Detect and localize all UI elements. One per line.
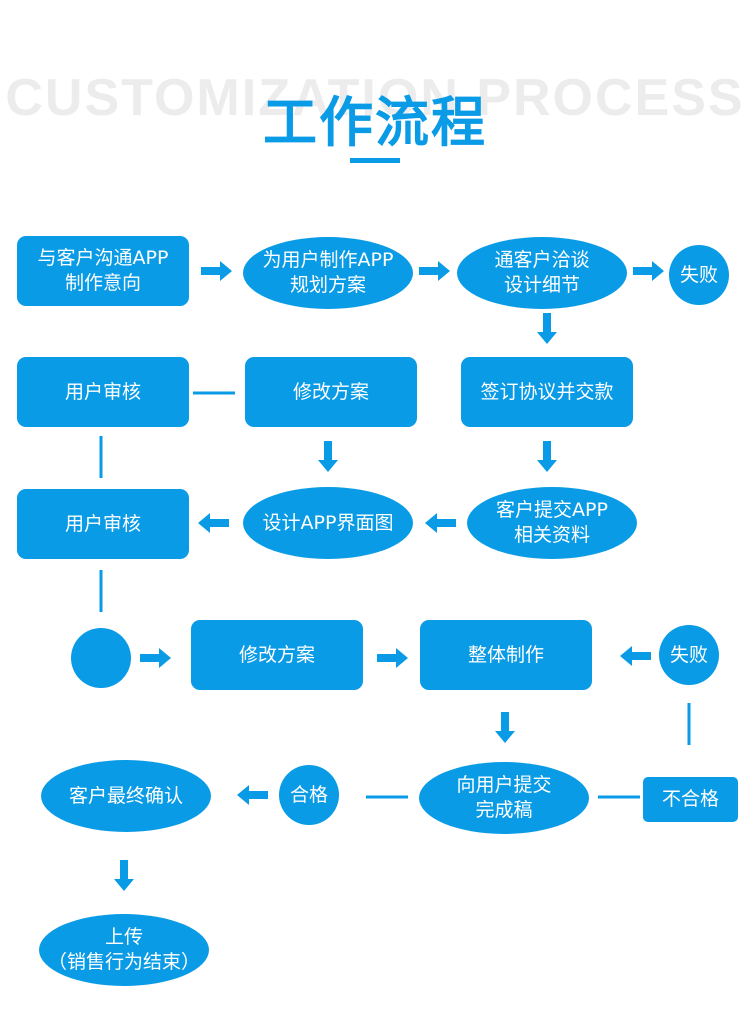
arrow-right	[419, 261, 450, 281]
page-title: 工作流程	[263, 91, 487, 154]
node-revise-2: 修改方案	[191, 620, 363, 690]
node-communicate: 与客户沟通APP 制作意向	[17, 236, 189, 306]
arrow-left	[198, 513, 229, 533]
node-pass: 合格	[279, 765, 339, 825]
node-review-2: 用户审核	[17, 489, 189, 559]
arrow-right	[140, 648, 171, 668]
node-not-pass: 不合格	[643, 777, 738, 822]
background-title: CUSTOMIZATION PROCESS	[5, 69, 745, 127]
node-build: 整体制作	[420, 620, 592, 690]
arrow-down	[114, 860, 134, 891]
arrow-right	[201, 261, 232, 281]
node-blank-circle	[71, 628, 131, 688]
arrow-down	[495, 712, 515, 743]
node-fail-right: 失败	[659, 625, 719, 685]
node-plan: 为用户制作APP 规划方案	[243, 237, 413, 309]
node-upload: 上传 （销售行为结束）	[39, 914, 209, 986]
node-submit-materials: 客户提交APP 相关资料	[467, 487, 637, 559]
node-revise-1: 修改方案	[245, 357, 417, 427]
node-negotiate: 通客户洽谈 设计细节	[457, 237, 627, 309]
node-design-ui: 设计APP界面图	[243, 487, 413, 559]
arrow-right	[377, 648, 408, 668]
arrow-down	[537, 313, 557, 344]
arrow-down	[537, 441, 557, 472]
arrow-down	[318, 441, 338, 472]
node-fail-top: 失败	[669, 245, 729, 305]
title-underline	[350, 158, 400, 163]
node-final-confirm: 客户最终确认	[41, 760, 211, 832]
arrow-right	[633, 261, 664, 281]
node-sign: 签订协议并交款	[461, 357, 633, 427]
arrow-left	[237, 785, 268, 805]
arrow-left	[425, 513, 456, 533]
arrow-left	[620, 646, 651, 666]
node-submit-draft: 向用户提交 完成稿	[419, 762, 589, 834]
node-review-1: 用户审核	[17, 357, 189, 427]
